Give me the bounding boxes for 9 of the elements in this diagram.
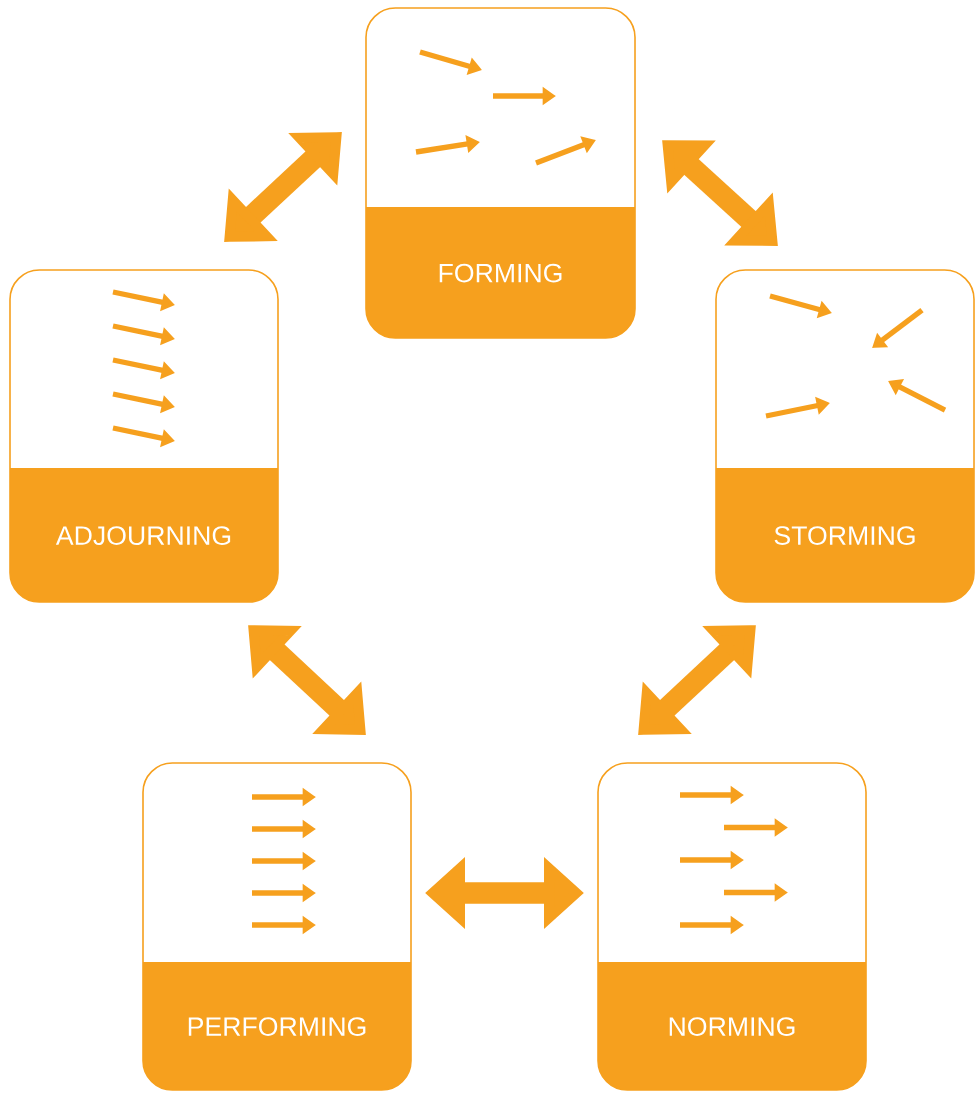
stage-card: PERFORMING <box>142 762 412 1091</box>
double-arrow <box>248 625 366 735</box>
stage-card: ADJOURNING <box>9 269 279 603</box>
double-arrow <box>662 140 778 246</box>
stage-card: STORMING <box>715 269 975 603</box>
double-arrow <box>224 132 342 242</box>
double-arrow <box>638 625 756 735</box>
stage-card: NORMING <box>597 762 867 1091</box>
stage-card: FORMING <box>365 7 636 339</box>
